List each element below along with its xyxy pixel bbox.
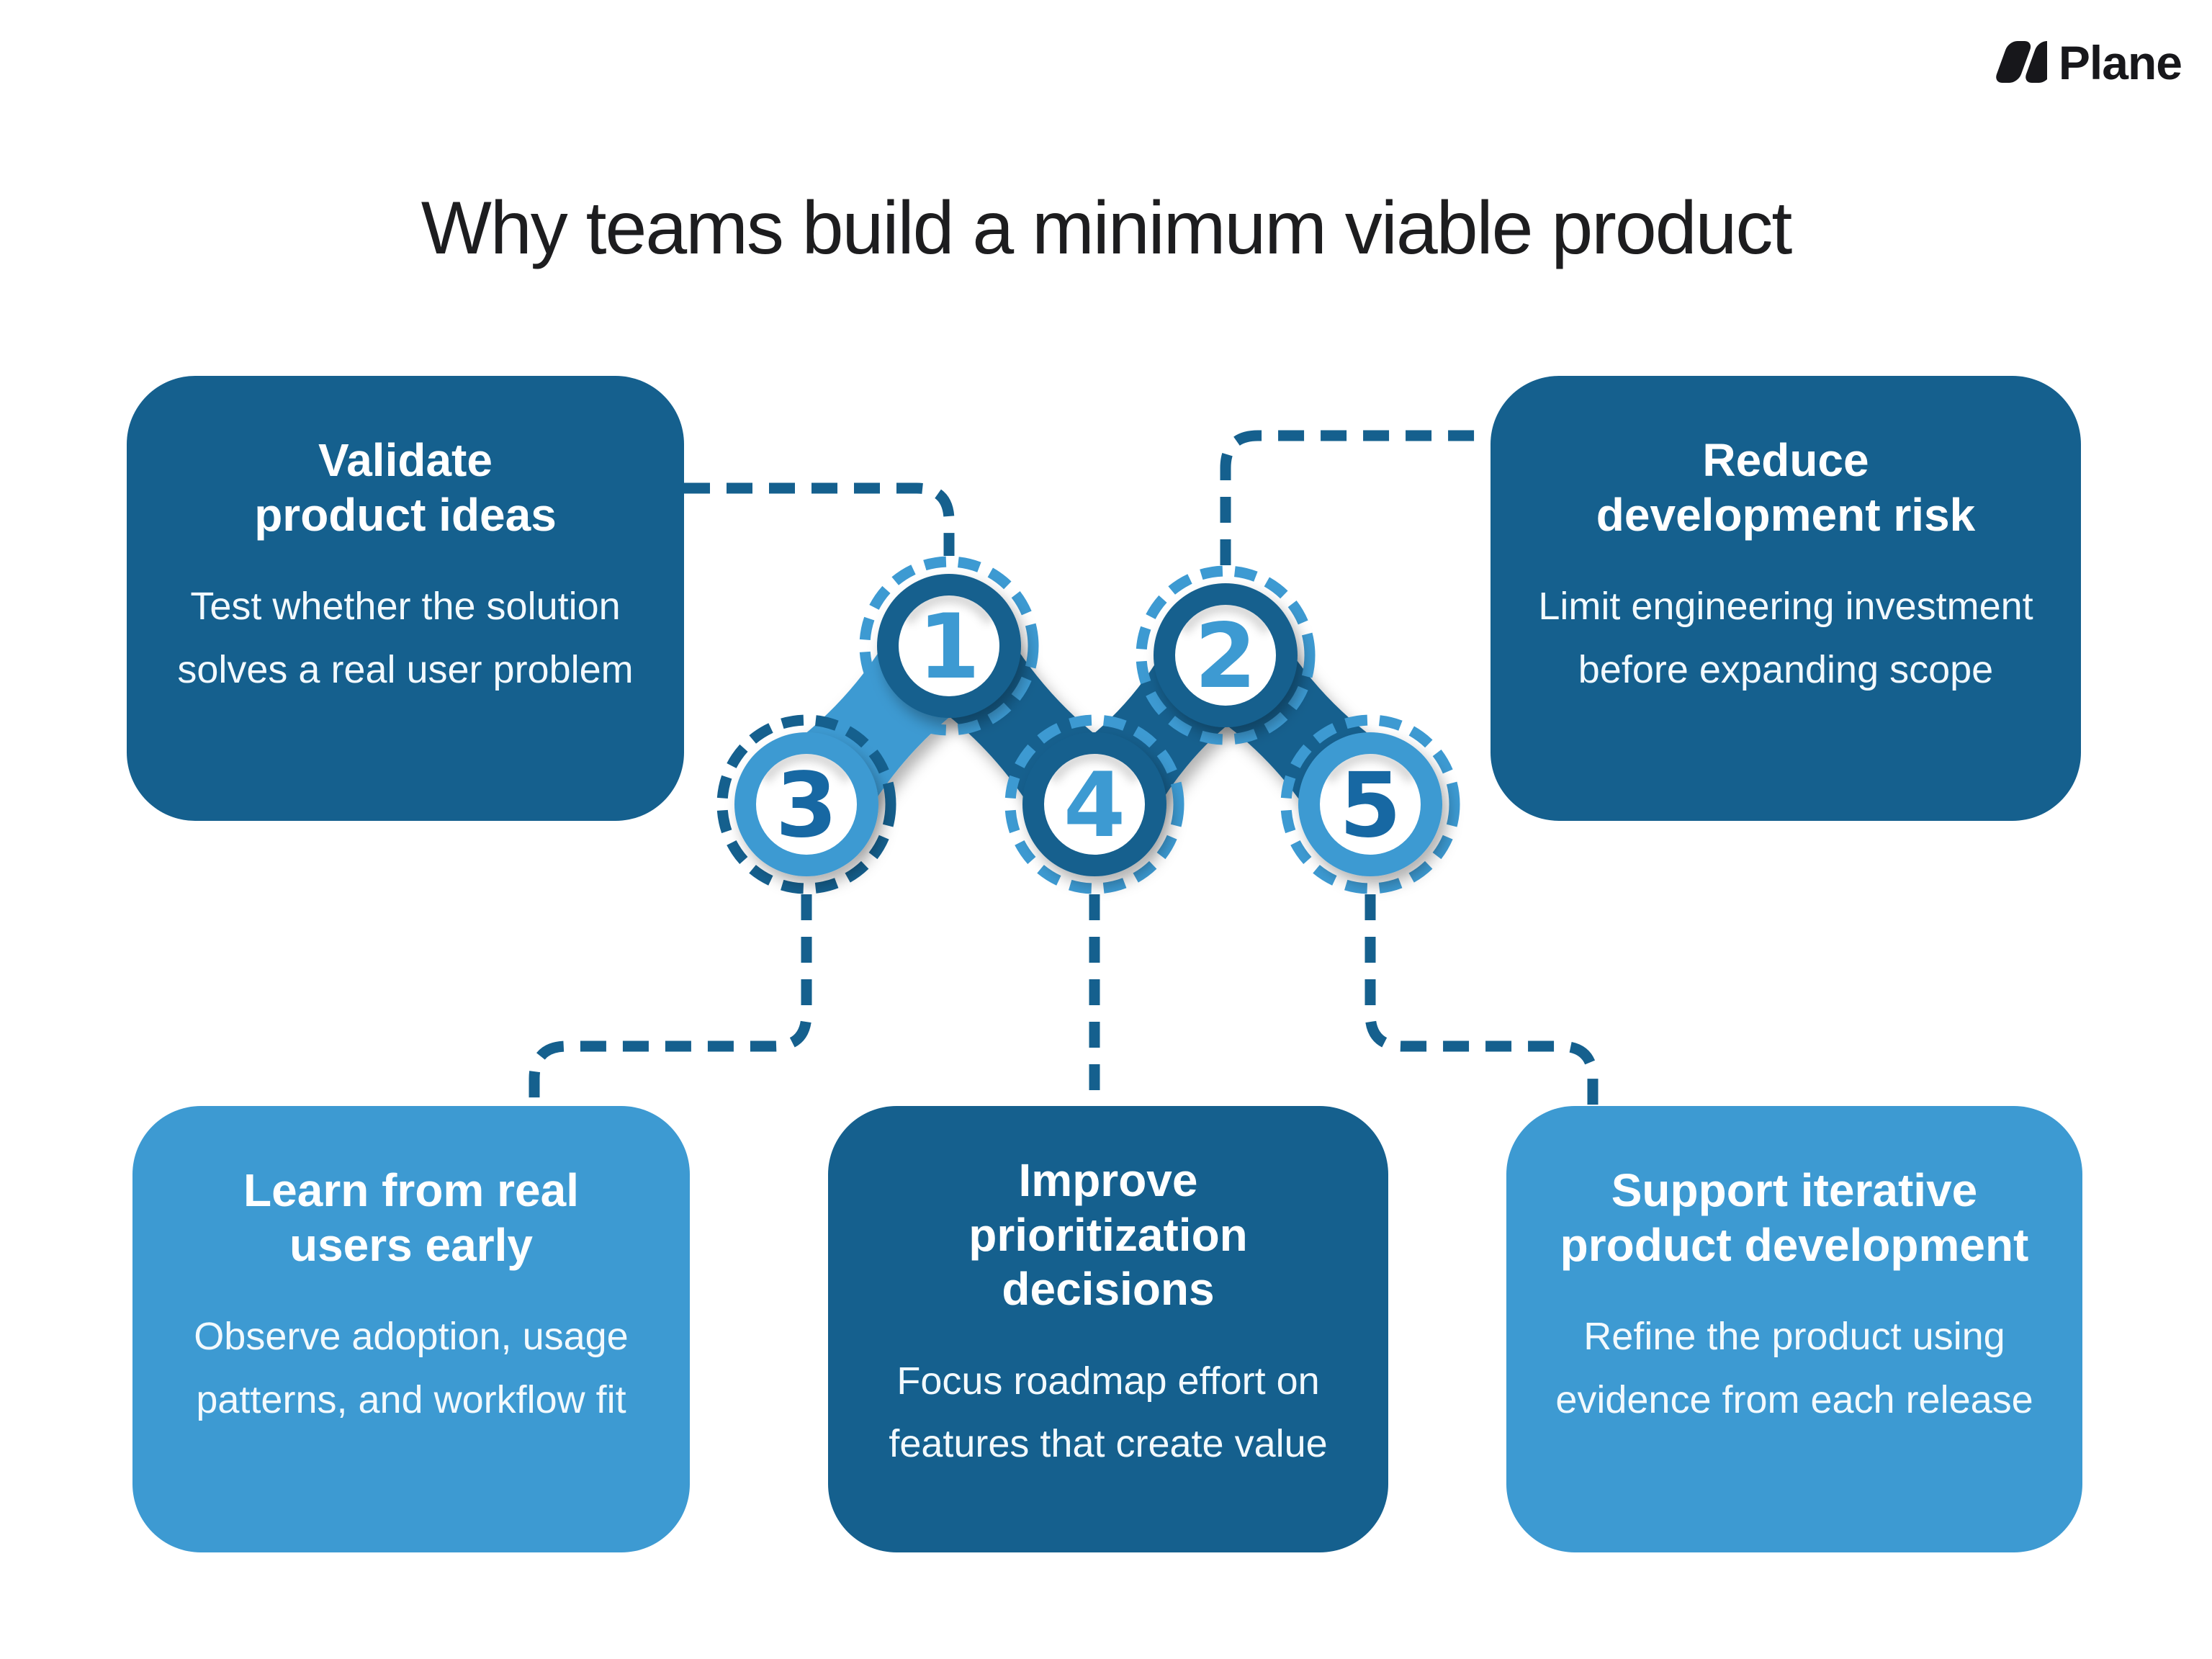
node-5-dashed-ring: [1280, 714, 1460, 894]
card-title: Learn from real users early: [243, 1164, 579, 1271]
card-support-iterative-development: Support iterative product development Re…: [1506, 1106, 2082, 1552]
node-4-number: 4: [1064, 754, 1125, 858]
card-body: Observe adoption, usage patterns, and wo…: [194, 1315, 629, 1421]
card-connectors: [529, 430, 1599, 1106]
brand-name: Plane: [2058, 36, 2182, 89]
node-1: 1: [859, 556, 1039, 736]
node-4-core: [1044, 754, 1145, 855]
node-2-number: 2: [1195, 605, 1256, 709]
node-1-number: 1: [918, 595, 980, 699]
card-reduce-development-risk: Reduce development risk Limit engineerin…: [1491, 376, 2081, 821]
card-title: Support iterative product development: [1560, 1164, 2029, 1271]
card-body: Refine the product using evidence from e…: [1555, 1315, 2033, 1421]
node-3-dashed-ring: [716, 714, 896, 894]
card-body: Focus roadmap effort on features that cr…: [889, 1359, 1328, 1466]
node-5-core: [1320, 754, 1421, 855]
connector-validate-to-1: [684, 482, 955, 556]
node-5-number: 5: [1339, 754, 1401, 858]
card-title: Reduce development risk: [1596, 434, 1976, 541]
node-3: 3: [716, 714, 896, 894]
page-title: Why teams build a minimum viable product: [421, 186, 1793, 270]
card-learn-from-real-users: Learn from real users early Observe adop…: [132, 1106, 690, 1552]
node-5: 5: [1280, 714, 1460, 894]
card-body: Limit engineering investment before expa…: [1538, 585, 2033, 691]
brand-logo: Plane: [1971, 35, 2182, 91]
node-1-core: [899, 595, 999, 696]
connector-2-to-reduce: [1220, 430, 1491, 565]
node-2: 2: [1136, 565, 1316, 745]
connector-5-to-support: [1364, 894, 1599, 1106]
connector-3-to-learn: [529, 894, 812, 1106]
node-1-dashed-ring: [859, 556, 1039, 736]
card-validate-product-ideas: Validate product ideas Test whether the …: [127, 376, 684, 821]
node-3-number: 3: [775, 754, 837, 858]
card-improve-prioritization: Improve prioritization decisions Focus r…: [828, 1106, 1388, 1552]
node-4: 4: [1004, 714, 1184, 894]
card-title: Validate product ideas: [254, 434, 557, 541]
node-4-dashed-ring: [1004, 714, 1184, 894]
node-2-dashed-ring: [1136, 565, 1316, 745]
node-2-core: [1175, 605, 1276, 706]
card-title: Improve prioritization decisions: [968, 1154, 1248, 1316]
card-body: Test whether the solution solves a real …: [177, 585, 634, 691]
plane-logo-icon: [1971, 35, 2047, 91]
node-3-core: [756, 754, 857, 855]
